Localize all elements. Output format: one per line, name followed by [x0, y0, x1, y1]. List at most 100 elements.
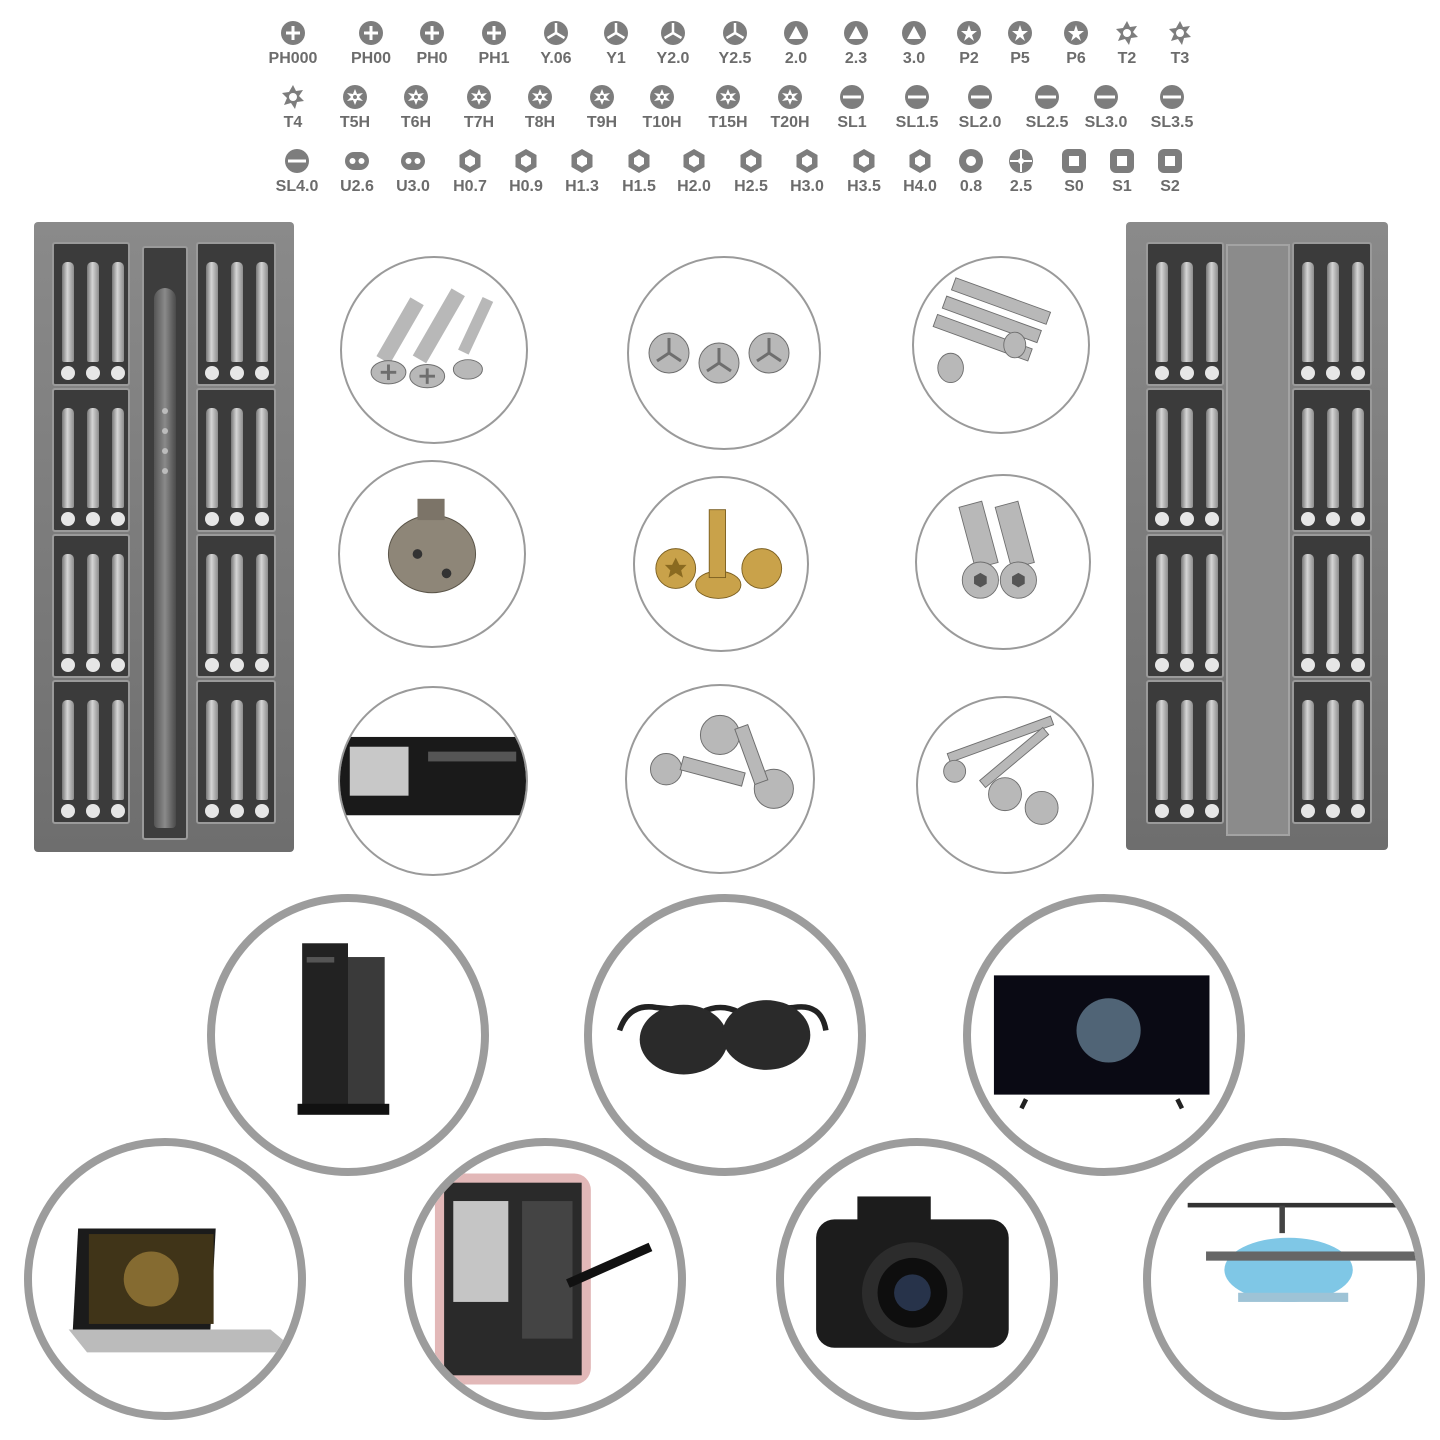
bit-compartment	[1292, 680, 1372, 824]
legend-item: T8H	[508, 84, 572, 144]
torx-icon	[1148, 20, 1212, 46]
torx-security-icon	[630, 84, 694, 110]
screwdriver-bit[interactable]	[62, 262, 74, 362]
bit-type-mark	[86, 366, 100, 380]
pentalobe-icon	[988, 20, 1052, 46]
screwdriver-bit[interactable]	[1352, 408, 1364, 508]
screwdriver-bit[interactable]	[256, 408, 268, 508]
screwdriver-bit[interactable]	[1181, 262, 1193, 362]
bit-type-mark	[1205, 658, 1219, 672]
handle-grip-dot	[162, 468, 168, 474]
pentalobe-icon	[1044, 20, 1108, 46]
screwdriver-bit[interactable]	[1206, 700, 1218, 800]
screwdriver-bit[interactable]	[206, 262, 218, 362]
screwdriver-bit[interactable]	[1206, 554, 1218, 654]
television-photo	[963, 894, 1245, 1176]
screwdriver-bit[interactable]	[87, 408, 99, 508]
legend-item: SL2.0	[948, 84, 1012, 144]
legend-label: H0.7	[453, 178, 487, 195]
screwdriver-bit[interactable]	[112, 700, 124, 800]
screwdriver-bit[interactable]	[1302, 554, 1314, 654]
screwdriver-bit[interactable]	[112, 262, 124, 362]
legend-item: T7H	[447, 84, 511, 144]
legend-item: T4	[261, 84, 325, 144]
screwdriver-bit[interactable]	[1206, 408, 1218, 508]
bit-type-mark	[1155, 366, 1169, 380]
legend-label: SL1.5	[895, 114, 939, 131]
screwdriver-bit[interactable]	[256, 262, 268, 362]
screwdriver-bit[interactable]	[1302, 408, 1314, 508]
screwdriver-bit[interactable]	[206, 700, 218, 800]
screwdriver-bit[interactable]	[1206, 262, 1218, 362]
screwdriver-bit[interactable]	[1327, 262, 1339, 362]
legend-item: SL2.5	[1015, 84, 1079, 144]
legend-label: SL3.0	[1084, 114, 1128, 131]
screwdriver-bit[interactable]	[112, 408, 124, 508]
torx-icon	[1095, 20, 1159, 46]
bit-type-mark	[111, 658, 125, 672]
screwdriver-bit[interactable]	[206, 554, 218, 654]
sunglasses-photo	[584, 894, 866, 1176]
torx-countersunk-screws-photo	[916, 696, 1094, 874]
legend-item: 3.0	[882, 20, 946, 80]
bit-type-mark	[1205, 512, 1219, 526]
screwdriver-bit[interactable]	[62, 408, 74, 508]
legend-item: H4.0	[888, 148, 952, 208]
screwdriver-bit[interactable]	[1181, 700, 1193, 800]
legend-item: U3.0	[381, 148, 445, 208]
screwdriver-bit[interactable]	[1352, 554, 1364, 654]
screwdriver-bit[interactable]	[1327, 700, 1339, 800]
bit-compartment	[1292, 388, 1372, 532]
screwdriver-bit[interactable]	[1302, 700, 1314, 800]
legend-label: 3.0	[902, 50, 926, 67]
legend-item: H1.5	[607, 148, 671, 208]
screwdriver-bit[interactable]	[1352, 700, 1364, 800]
legend-item: Y2.0	[641, 20, 705, 80]
screwdriver-bit[interactable]	[87, 262, 99, 362]
screwdriver-bit[interactable]	[1327, 554, 1339, 654]
legend-label: T6H	[400, 114, 432, 131]
screwdriver-bit[interactable]	[231, 408, 243, 508]
screwdriver-bit[interactable]	[62, 700, 74, 800]
legend-label: 2.3	[844, 50, 868, 67]
square-icon	[1042, 148, 1106, 174]
legend-label: S0	[1064, 178, 1084, 195]
screwdriver-bit[interactable]	[231, 262, 243, 362]
screwdriver-bit[interactable]	[256, 700, 268, 800]
screwdriver-bit[interactable]	[256, 554, 268, 654]
screwdriver-bit[interactable]	[87, 700, 99, 800]
bit-type-mark	[1155, 804, 1169, 818]
bit-type-mark	[1326, 804, 1340, 818]
bit-compartment	[1146, 680, 1224, 824]
phillips-icon	[462, 20, 526, 46]
legend-item: 2.3	[824, 20, 888, 80]
legend-label: SL2.5	[1025, 114, 1069, 131]
screwdriver-bit[interactable]	[1156, 408, 1168, 508]
legend-label: P6	[1066, 50, 1086, 67]
screwdriver-bit[interactable]	[1327, 408, 1339, 508]
legend-item: H0.9	[494, 148, 558, 208]
screwdriver-bit[interactable]	[112, 554, 124, 654]
slotted-icon	[820, 84, 884, 110]
legend-item: H0.7	[438, 148, 502, 208]
screwdriver-bit[interactable]	[1156, 554, 1168, 654]
screwdriver-bit[interactable]	[62, 554, 74, 654]
bit-type-mark	[1155, 512, 1169, 526]
screwdriver-bit[interactable]	[231, 554, 243, 654]
screwdriver-bit[interactable]	[231, 700, 243, 800]
bit-type-mark	[1180, 658, 1194, 672]
screwdriver-bit[interactable]	[206, 408, 218, 508]
screwdriver-bit[interactable]	[1156, 262, 1168, 362]
screwdriver-bit[interactable]	[1352, 262, 1364, 362]
torx-security-icon	[384, 84, 448, 110]
screwdriver-bit[interactable]	[1302, 262, 1314, 362]
screwdriver-bit[interactable]	[1181, 408, 1193, 508]
screwdriver-bit[interactable]	[1181, 554, 1193, 654]
screwdriver-bit[interactable]	[87, 554, 99, 654]
handle-slot-empty	[1226, 244, 1290, 836]
legend-label: T7H	[463, 114, 495, 131]
triangle-icon	[882, 20, 946, 46]
pentalobe-icon	[937, 20, 1001, 46]
screwdriver-bit[interactable]	[1156, 700, 1168, 800]
tri-wing-y-icon	[584, 20, 648, 46]
